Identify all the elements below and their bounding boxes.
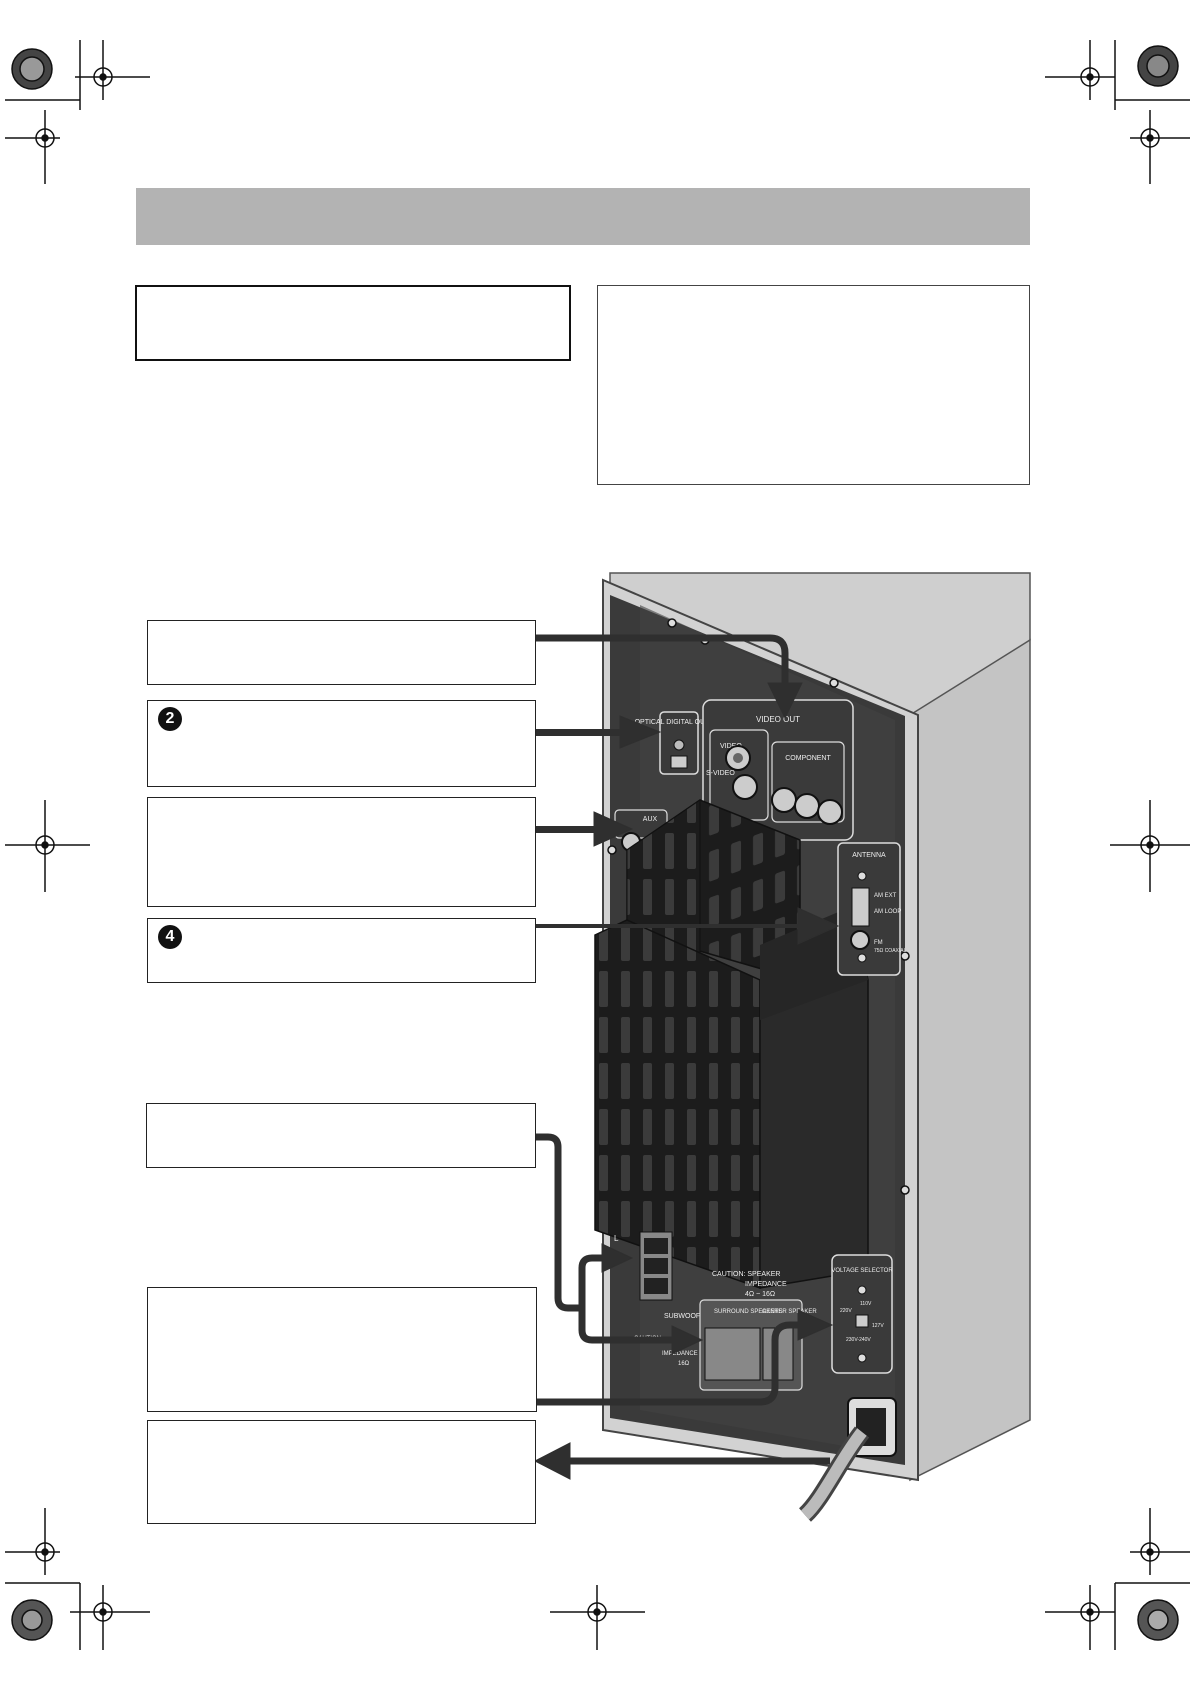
svg-text:CAUTION: SPEAKER: CAUTION: SPEAKER [712,1271,780,1278]
svg-text:IMPEDANCE: IMPEDANCE [745,1281,787,1288]
svg-text:4Ω ~ 16Ω: 4Ω ~ 16Ω [745,1291,775,1298]
svg-text:L: L [614,1234,619,1243]
svg-text:AM LOOP: AM LOOP [874,909,901,915]
svg-text:AM EXT: AM EXT [874,893,897,899]
svg-text:SUBWOOFERS: SUBWOOFERS [664,1313,715,1320]
svg-text:S-VIDEO: S-VIDEO [706,770,735,777]
step-number-badge: 2 [158,707,182,731]
callout-arrows [533,634,840,1480]
callout-ac-power-cord [147,1420,536,1524]
video-out-panel: VIDEO OUT VIDEO S-VIDEO COMPONENT [702,699,854,841]
svg-text:FM: FM [874,940,883,946]
svg-text:COMPONENT: COMPONENT [785,755,831,762]
svg-text:220V: 220V [840,1308,852,1314]
callout-optical-digital-output: 2 [147,700,536,787]
svg-text:SURROUND SPEAKERS: SURROUND SPEAKERS [714,1309,783,1315]
note-box-left [135,285,571,361]
svg-text:110V: 110V [860,1301,872,1307]
svg-text:CENTER SPEAKER: CENTER SPEAKER [762,1309,817,1315]
voltage-selector-panel: VOLTAGE SELECTOR 220V 110V 127V 230V-240… [831,1254,893,1374]
svg-text:AUX: AUX [643,816,658,823]
svg-text:127V: 127V [872,1323,884,1329]
svg-text:75Ω COAXIAL: 75Ω COAXIAL [874,948,907,954]
registration-marks [5,40,1190,1650]
callout-antenna: 4 [147,918,536,983]
ac-inlet [798,1397,897,1522]
antenna-panel: ANTENNA AM EXT AM LOOP FM 75Ω COAXIAL [837,842,907,976]
step-number-badge: 4 [158,925,182,949]
svg-text:230V-240V: 230V-240V [846,1337,871,1343]
note-box-right [597,285,1030,485]
optical-output-panel: OPTICAL DIGITAL OUTPUT [635,711,725,775]
svg-text:VIDEO OUT: VIDEO OUT [756,715,800,724]
callout-speakers [146,1103,536,1168]
callout-voltage-selector [147,1287,537,1412]
svg-text:VIDEO: VIDEO [720,743,742,750]
svg-text:VOLTAGE SELECTOR: VOLTAGE SELECTOR [831,1268,893,1274]
callout-video-out [147,620,536,685]
svg-text:ANTENNA: ANTENNA [852,852,886,859]
callout-aux [147,797,536,907]
section-header-band [136,188,1030,245]
svg-text:IMPEDANCE: IMPEDANCE [662,1351,698,1357]
svg-text:16Ω: 16Ω [678,1361,690,1367]
svg-text:OPTICAL DIGITAL OUTPUT: OPTICAL DIGITAL OUTPUT [635,719,725,726]
